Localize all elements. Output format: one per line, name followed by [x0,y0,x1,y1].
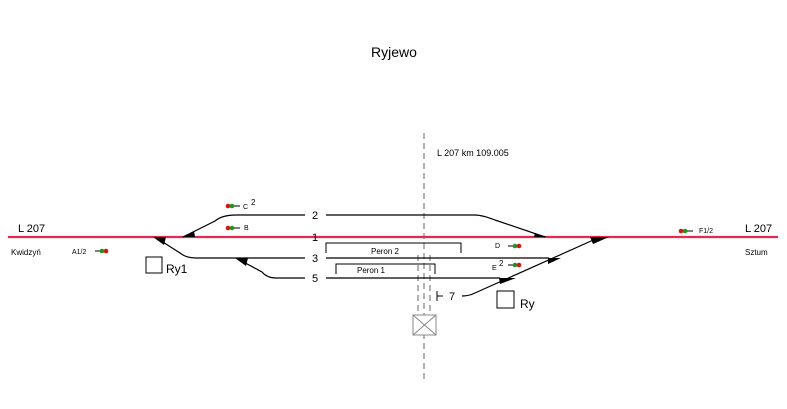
track-number-5: 5 [312,273,318,285]
signal-b-label: B [244,225,249,232]
platform-1-label: Peron 1 [357,266,386,275]
direction-right: Sztum [745,248,768,257]
line-label-left: L 207 [18,223,45,235]
track-number-3: 3 [312,253,318,265]
signal-green-light-icon [682,228,688,234]
signal-box-icon [145,256,163,274]
signal-box-ry-label: Ry [520,297,535,311]
switch-left-1 [153,237,166,245]
signal-red-light-icon [103,248,109,254]
signal-red-light-icon [678,228,684,234]
switch-right-5 [499,278,516,284]
switch-right-1 [590,237,609,244]
switch-left-3 [235,258,248,266]
signal-f12[interactable]: F1/2 [678,228,713,235]
track-5-left[interactable] [235,257,305,279]
signal-e-superscript: 2 [499,259,504,268]
track-3-left[interactable] [154,236,305,259]
crossing-box-icon [412,314,437,336]
track-number-7: 7 [449,291,455,303]
signal-e2[interactable]: E 2 [492,259,522,272]
signal-green-light-icon [512,262,518,268]
signal-f12-label: F1/2 [699,228,713,235]
line-label-right: L 207 [745,223,772,235]
signal-e-label: E [492,265,497,272]
signal-a12-label: A1/2 [72,249,87,256]
signal-red-light-icon [516,243,522,249]
km-marker-label: L 207 km 109.005 [437,148,509,158]
track-number-1: 1 [312,232,318,244]
switch-right-2 [534,233,547,237]
platform-1-outline [335,263,436,274]
signal-d[interactable]: D [495,243,522,250]
track-2-right[interactable] [326,214,546,238]
signal-red-light-icon [225,203,231,209]
signal-green-light-icon [229,203,235,209]
direction-left: Kwidzyń [11,248,41,257]
platform-2-label: Peron 2 [371,247,400,256]
signal-c-label: C [243,204,248,211]
track-7-connection[interactable] [461,236,601,297]
switch-right-3 [548,258,561,264]
signal-red-light-icon [516,262,522,268]
signal-green-light-icon [229,225,235,231]
signal-a12[interactable]: A1/2 [72,248,109,256]
signal-green-light-icon [99,248,105,254]
signal-d-label: D [495,243,500,250]
signal-c2[interactable]: C 2 [225,198,256,211]
platform-2-outline [325,242,462,253]
station-title: Ryjewo [371,44,417,60]
switch-left-2 [182,231,195,237]
signal-red-light-icon [225,225,231,231]
signal-c-superscript: 2 [251,198,256,207]
signal-box-ry[interactable]: Ry [496,290,535,311]
signal-box-ry1[interactable]: Ry1 [145,256,188,276]
track-2-left[interactable] [182,214,305,238]
signal-green-light-icon [512,243,518,249]
track-number-2: 2 [312,210,318,222]
signal-box-icon [496,290,515,309]
signal-b[interactable]: B [225,225,249,232]
signal-box-ry1-label: Ry1 [166,262,188,276]
buffer-stop-icon [436,291,443,301]
